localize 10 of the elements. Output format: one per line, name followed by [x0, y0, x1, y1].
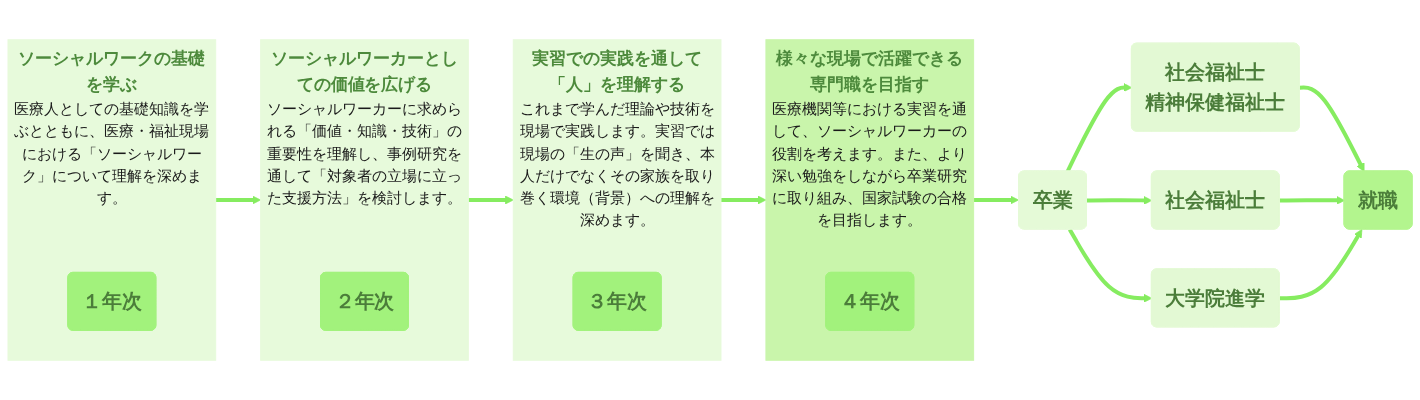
arrow	[973, 195, 1019, 205]
arrow	[1065, 83, 1133, 173]
arrow	[1279, 195, 1345, 205]
arrow	[468, 195, 514, 205]
arrow	[1279, 229, 1363, 301]
arrow	[215, 195, 262, 205]
arrow	[1068, 228, 1153, 303]
arrow	[1299, 85, 1365, 172]
arrow	[721, 195, 767, 205]
arrow	[1086, 196, 1153, 205]
